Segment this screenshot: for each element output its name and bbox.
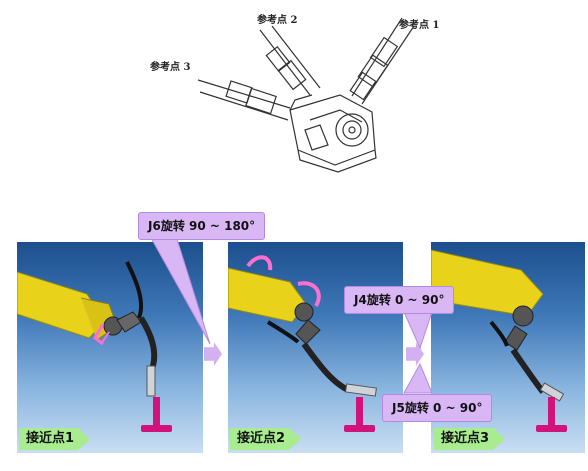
j4-rotation-callout: J4旋转 0 ~ 90°	[344, 286, 455, 314]
robot-scene-1	[17, 261, 172, 432]
approach-point-1-panel	[17, 242, 203, 453]
approach-point-2-tag: 接近点2	[230, 428, 301, 450]
robot-scene-3	[431, 249, 567, 432]
torch-reference-drawing	[197, 17, 415, 173]
ref-point-3-label: 参考点 3	[150, 62, 191, 73]
j5-rotation-callout: J5旋转 0 ~ 90°	[382, 394, 493, 422]
reference-point-diagram	[140, 0, 440, 180]
approach-point-2-panel	[228, 242, 403, 453]
j6-rotation-callout: J6旋转 90 ~ 180°	[138, 212, 266, 240]
next-step-arrow-1	[204, 342, 222, 366]
ref-point-2-label: 参考点 2	[257, 15, 298, 26]
approach-point-3-tag: 接近点3	[434, 428, 505, 450]
robot-scene-2	[228, 255, 377, 432]
ref-point-1-label: 参考点 1	[399, 20, 440, 31]
approach-point-1-tag: 接近点1	[19, 428, 90, 450]
